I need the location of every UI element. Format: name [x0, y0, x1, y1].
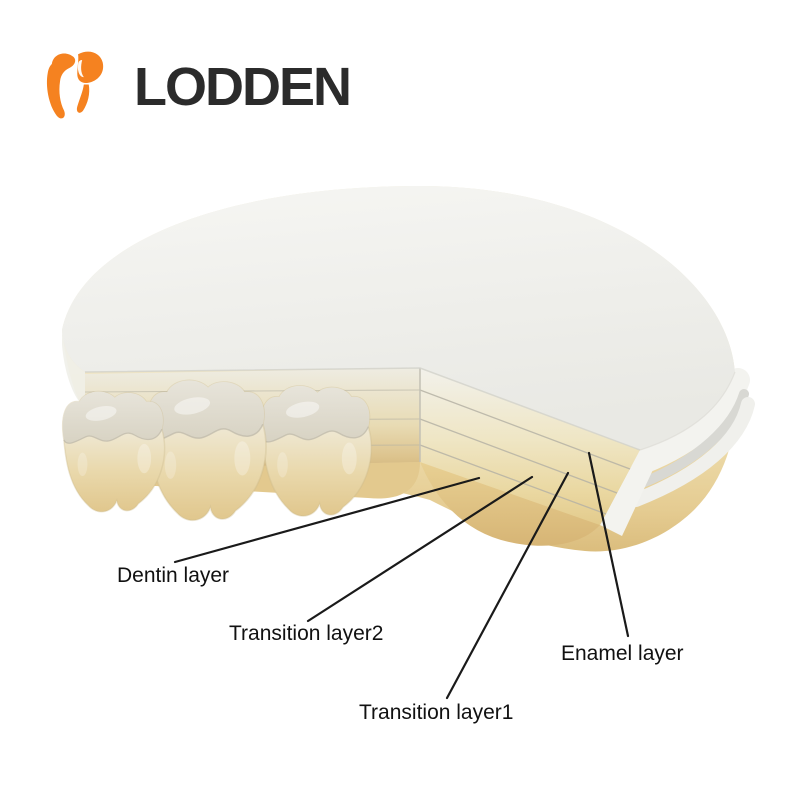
disc-top-surface: [62, 186, 735, 450]
tooth-logo-tail: [76, 84, 90, 113]
disc-left-wall: [62, 330, 85, 408]
tooth-logo-d-notch: [77, 59, 84, 78]
brand-wordmark: LODDEN: [134, 57, 352, 117]
molar-crowns: [61, 379, 373, 522]
disc-rim-shoulder: [629, 397, 755, 507]
tooth-logo-d-shape: [77, 51, 104, 84]
tooth-crown-right: [260, 385, 373, 517]
leader-line-enamel: [587, 451, 630, 638]
layer-line: [419, 418, 618, 494]
leader-line-transition1: [445, 471, 570, 700]
layer-line: [419, 444, 607, 515]
cut-face-right-surface: [420, 368, 640, 525]
label-transition-layer1: Transition layer1: [359, 701, 514, 724]
label-enamel-layer: Enamel layer: [561, 642, 684, 665]
layer-line: [84, 389, 421, 393]
tooth-crown-left: [61, 390, 166, 513]
label-transition-layer2: Transition layer2: [229, 622, 384, 645]
leader-line-dentin: [173, 476, 481, 564]
disc-rim-groove: [635, 389, 749, 489]
disc-rim-slab-side: [631, 368, 750, 474]
disc-top-rim-edge: [639, 371, 736, 451]
leader-line-transition2: [306, 475, 534, 623]
leader-lines: [173, 451, 630, 700]
disc-shoulder-cross-section: [600, 450, 658, 536]
layer-line: [419, 389, 631, 470]
label-dentin-layer: Dentin layer: [117, 564, 230, 587]
cut-face-right: [419, 368, 640, 525]
brand-header: LODDEN: [42, 44, 352, 130]
tooth-logo-icon: [46, 51, 104, 119]
disc-top-front-edge: [84, 367, 641, 451]
tooth-logo-left-stroke: [46, 53, 76, 119]
